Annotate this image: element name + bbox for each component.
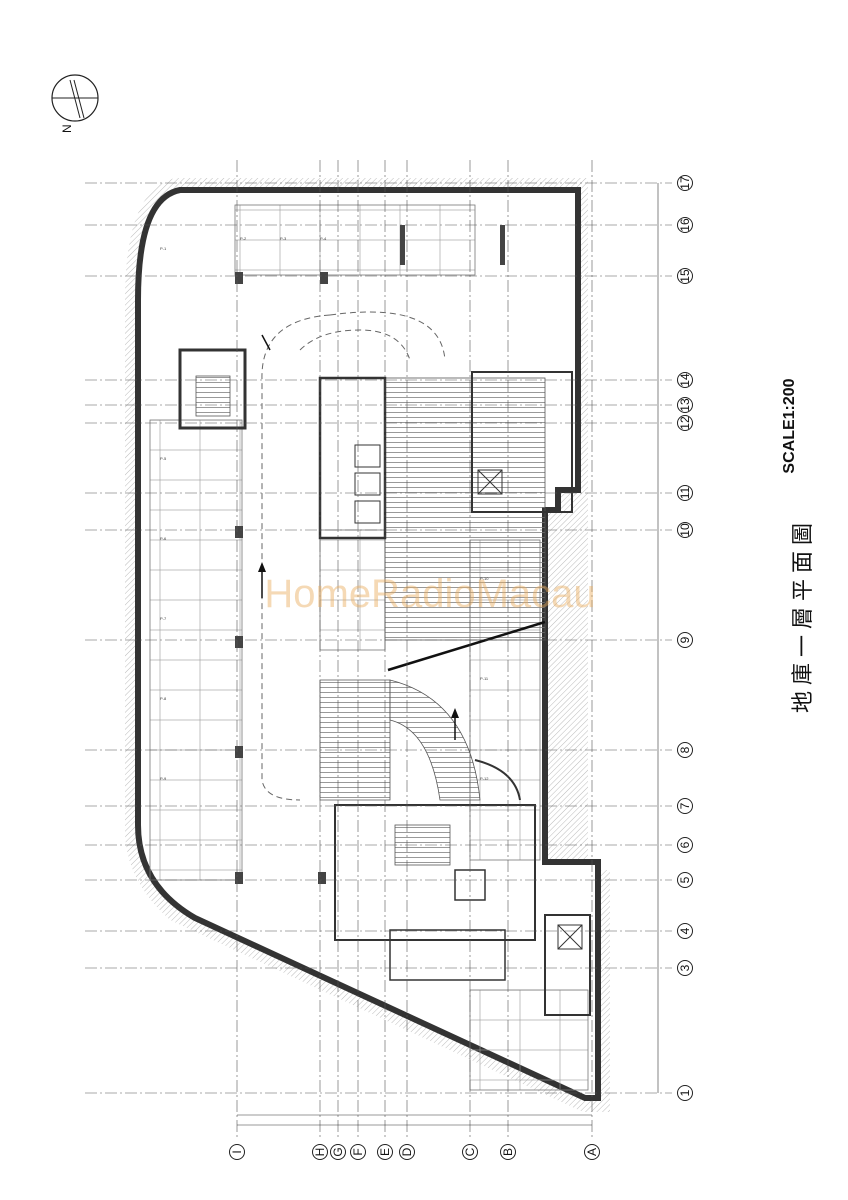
grid-row-G: G: [330, 160, 346, 1160]
grid-column-1: 1: [85, 1085, 693, 1101]
grid-column-13: 13: [85, 397, 693, 413]
grid-column-11: 11: [85, 485, 693, 501]
grid-row-label: G: [331, 1147, 345, 1156]
grid-column-label: 13: [678, 398, 692, 412]
svg-text:P-7: P-7: [160, 616, 167, 621]
grid-row-C: C: [462, 160, 478, 1160]
grid-column-8: 8: [85, 742, 693, 758]
grid-column-14: 14: [85, 372, 693, 388]
grid-column-10: 10: [85, 522, 693, 538]
svg-text:P-3: P-3: [280, 236, 287, 241]
grid-column-label: 10: [678, 523, 692, 537]
grid-column-label: 5: [678, 876, 692, 883]
svg-text:P-2: P-2: [240, 236, 247, 241]
grid-row-A: A: [584, 160, 600, 1160]
ramp-area: [319, 377, 546, 801]
drawing-scale: SCALE1:200: [781, 378, 798, 474]
svg-text:P-1: P-1: [160, 246, 167, 251]
grid-row-label: C: [463, 1147, 477, 1156]
grid-column-12: 12: [85, 415, 693, 431]
grid-row-label: D: [400, 1147, 414, 1156]
grid-column-label: 3: [678, 964, 692, 971]
svg-text:P-8: P-8: [160, 696, 167, 701]
grid-column-4: 4: [85, 923, 693, 939]
grid-row-label: E: [378, 1148, 392, 1156]
grid-column-label: 8: [678, 746, 692, 753]
grid-row-label: A: [585, 1148, 599, 1156]
grid-column-label: 12: [678, 416, 692, 430]
svg-text:P-11: P-11: [480, 676, 489, 681]
grid-row-H: H: [312, 160, 328, 1160]
svg-text:P-9: P-9: [160, 776, 167, 781]
grid-column-label: 7: [678, 802, 692, 809]
drawing-title: 地庫一層平面圖: [791, 517, 816, 714]
grid-column-3: 3: [85, 960, 693, 976]
grid-row-D: D: [399, 160, 415, 1160]
grid-row-B: B: [500, 160, 516, 1160]
grid-row-E: E: [377, 160, 393, 1160]
grid-column-7: 7: [85, 798, 693, 814]
structural-columns: [235, 225, 505, 884]
grid-column-label: 15: [678, 269, 692, 283]
grid-row-I: I: [229, 160, 245, 1160]
svg-text:P-4: P-4: [320, 236, 327, 241]
grid-column-label: 16: [678, 218, 692, 232]
grid-row-label: F: [351, 1148, 365, 1155]
grid-row-label: H: [313, 1148, 327, 1157]
grid-column-label: 17: [678, 176, 692, 190]
north-arrow-icon: [51, 74, 99, 122]
grid-column-label: 1: [678, 1089, 692, 1096]
grid-row-label: B: [501, 1148, 515, 1156]
watermark-text: HomeRadioMacau: [264, 572, 596, 616]
grid-column-label: 6: [678, 841, 692, 848]
grid-column-label: 14: [678, 373, 692, 387]
grid-column-label: 11: [678, 486, 692, 499]
svg-text:P-12: P-12: [480, 776, 489, 781]
grid-column-9: 9: [85, 632, 693, 648]
grid-row-F: F: [350, 160, 366, 1160]
svg-text:P-6: P-6: [160, 536, 167, 541]
grid-column-15: 15: [85, 268, 693, 284]
grid-column-5: 5: [85, 872, 693, 888]
svg-text:P-5: P-5: [160, 456, 167, 461]
grid-column-label: 9: [678, 636, 692, 643]
grid-row-label: I: [230, 1150, 244, 1153]
grid-column-6: 6: [85, 837, 693, 853]
grid-column-16: 16: [85, 217, 693, 233]
grid-column-17: 17: [85, 175, 693, 191]
grid-column-label: 4: [678, 927, 692, 934]
drawing-annotations: P-1 P-2 P-3 P-4 P-5P-6 P-7P-8 P-9 P-10 P-11…: [160, 236, 489, 781]
svg-text:P-10: P-10: [480, 576, 489, 581]
driving-aisle: [258, 311, 459, 801]
